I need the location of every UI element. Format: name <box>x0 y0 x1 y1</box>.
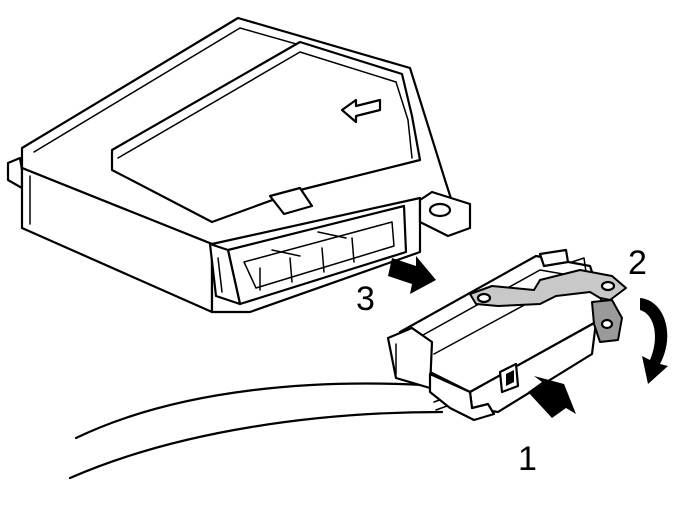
control-module <box>6 16 472 314</box>
right-arrow-icon <box>388 256 436 294</box>
cable-lower-edge <box>68 410 444 480</box>
curved-arrow-icon <box>640 298 668 384</box>
mounting-hole <box>428 202 452 218</box>
callout-1: 1 <box>518 440 537 478</box>
locking-latch <box>469 269 627 343</box>
label-plate-edge <box>395 81 413 159</box>
module-label-plate <box>110 40 422 224</box>
callout-2: 2 <box>628 244 647 282</box>
socket-inner <box>243 221 395 289</box>
socket-pins <box>259 237 355 291</box>
plug-rear-detail <box>571 257 587 273</box>
cable-upper-edge <box>74 382 442 440</box>
cable-harness <box>68 369 481 480</box>
latch-hinge-hole <box>600 318 614 330</box>
right-arrow-icon <box>528 376 576 418</box>
plug-nose <box>386 326 434 390</box>
left-arrow-icon <box>340 98 382 124</box>
plug-bottom-lip <box>428 372 496 422</box>
module-left-tab <box>6 156 24 190</box>
latch-pivot-right <box>600 280 616 292</box>
module-clip <box>268 186 314 216</box>
plug-rear-guide <box>538 248 570 268</box>
callout-3: 3 <box>356 280 375 318</box>
socket-ribs <box>271 231 347 257</box>
release-button-mark <box>506 370 514 386</box>
latch-pivot-left <box>476 292 492 304</box>
label-plate-rim <box>117 51 397 159</box>
socket-left-detail <box>217 257 223 293</box>
